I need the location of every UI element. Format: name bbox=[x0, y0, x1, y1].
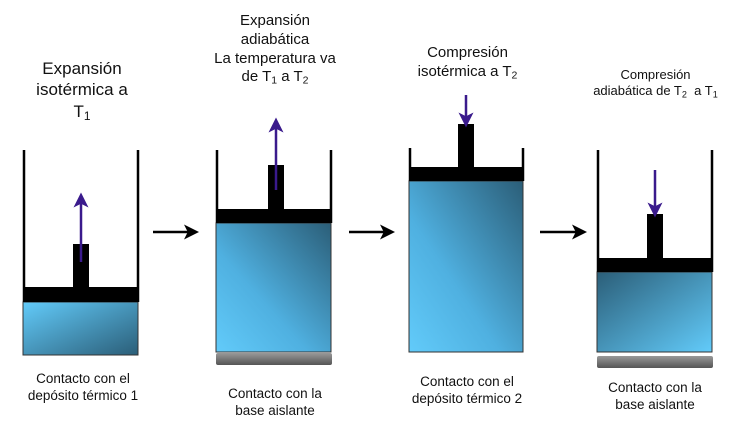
title-line: La temperatura va bbox=[214, 49, 336, 67]
panel-4-caption: Contacto con la base aislante bbox=[580, 380, 730, 414]
caption-line: Contacto con el bbox=[420, 374, 514, 389]
text: isotérmica a T bbox=[417, 62, 512, 80]
subscript: 1 bbox=[83, 108, 91, 123]
piston bbox=[23, 287, 139, 302]
title-line: adiabática de T2 a T1 bbox=[583, 83, 728, 101]
subscript: 2 bbox=[302, 74, 309, 87]
subscript: 2 bbox=[511, 69, 518, 82]
panel-1-caption: Contacto con el depósito térmico 1 bbox=[8, 371, 158, 405]
title-line: T1 bbox=[18, 101, 146, 124]
title-line: isotérmica a bbox=[36, 80, 128, 100]
gas bbox=[22, 301, 139, 356]
piston bbox=[409, 167, 524, 181]
text: a T bbox=[686, 83, 713, 99]
cylinder-4 bbox=[596, 150, 714, 368]
title-line: isotérmica a T2 bbox=[395, 63, 540, 83]
piston bbox=[216, 209, 332, 223]
title-line: Compresión bbox=[427, 44, 508, 61]
gas bbox=[408, 180, 524, 353]
text: adiabática de T bbox=[593, 83, 682, 99]
caption-line: depósito térmico 2 bbox=[411, 390, 523, 406]
panel-2-caption: Contacto con la base aislante bbox=[200, 386, 350, 420]
gas bbox=[596, 271, 713, 353]
title-line: Expansión bbox=[239, 12, 311, 29]
caption-line: base aislante bbox=[235, 402, 315, 418]
cylinder-1 bbox=[22, 150, 140, 356]
subscript: 1 bbox=[712, 89, 718, 100]
caption-line: Contacto con la bbox=[228, 386, 322, 401]
title-line: adiabática bbox=[240, 30, 310, 48]
insulating-base bbox=[597, 356, 713, 368]
panel-3-title: Compresión isotérmica a T2 bbox=[395, 44, 540, 83]
caption-line: depósito térmico 1 bbox=[27, 387, 139, 403]
subscript: 2 bbox=[681, 89, 687, 100]
panel-4-title: Compresión adiabática de T2 a T1 bbox=[583, 67, 728, 101]
panel-1-title: Expansión isotérmica a T1 bbox=[18, 58, 146, 123]
panel-3-caption: Contacto con el depósito térmico 2 bbox=[392, 374, 542, 408]
symbol: T bbox=[73, 101, 84, 121]
gas bbox=[215, 222, 332, 353]
subscript: 1 bbox=[271, 74, 278, 87]
title-line: de T1 a T2 bbox=[200, 68, 350, 88]
caption-line: Contacto con el bbox=[36, 371, 130, 386]
panel-2-title: Expansión adiabática La temperatura va d… bbox=[200, 12, 350, 88]
text: de T bbox=[241, 68, 272, 86]
caption-line: Contacto con la bbox=[608, 380, 702, 395]
cylinder-2 bbox=[215, 117, 333, 365]
title-line: Expansión bbox=[42, 59, 122, 78]
title-line: Compresión bbox=[620, 67, 691, 82]
piston bbox=[597, 258, 713, 272]
insulating-base bbox=[216, 353, 332, 365]
cylinder-3 bbox=[408, 95, 525, 353]
text: a T bbox=[277, 68, 303, 86]
caption-line: base aislante bbox=[615, 396, 695, 412]
